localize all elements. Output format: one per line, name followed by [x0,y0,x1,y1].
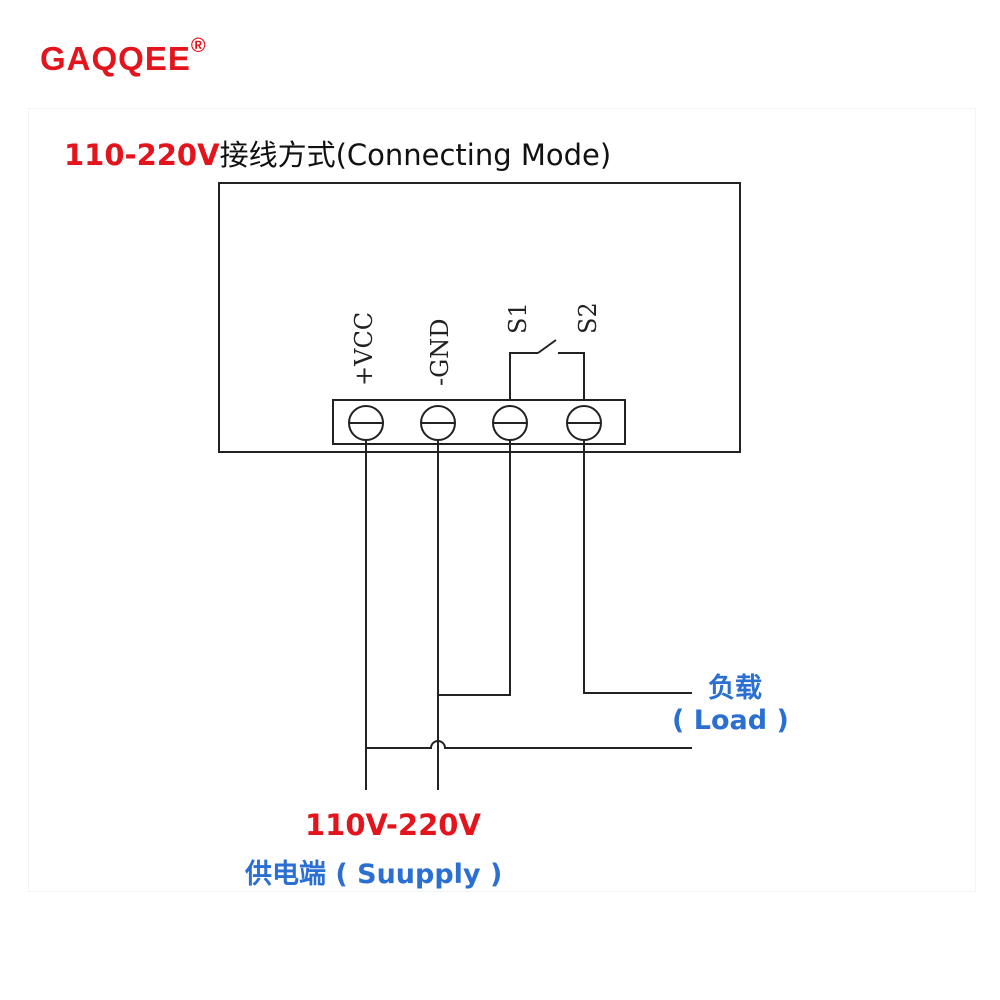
load-label-en: ( Load ) [672,705,789,736]
controller-module [218,182,741,453]
terminal-label-s2: S2 [574,302,602,334]
load-label-cn: 负载 [708,673,762,704]
screw-terminal-s1-icon [492,405,528,441]
title-voltage: 110-220V [64,138,220,172]
wire-s2-load [583,440,692,694]
title-text: 接线方式(Connecting Mode) [219,138,612,172]
wiring-lines [365,440,692,790]
supply-voltage-label: 110V-220V [305,808,481,842]
registered-mark: ® [190,35,207,57]
screw-terminal-vcc-icon [348,405,384,441]
terminal-label-s1: S1 [504,302,532,334]
diagram-title: 110-220V接线方式(Connecting Mode) [64,132,611,174]
relay-switch-icon [509,339,585,400]
brand-logo: GAQQEE® [40,35,207,78]
brand-name: GAQQEE [40,40,191,77]
terminal-label-gnd: -GND [426,318,454,386]
supply-label: 供电端 ( Suupply ) [245,859,503,890]
diagram-panel [28,108,976,892]
terminal-label-vcc: +VCC [350,312,378,386]
wire-s1 [438,440,511,696]
screw-terminal-s2-icon [566,405,602,441]
wire-supply-crossover [366,740,692,749]
screw-terminal-gnd-icon [420,405,456,441]
